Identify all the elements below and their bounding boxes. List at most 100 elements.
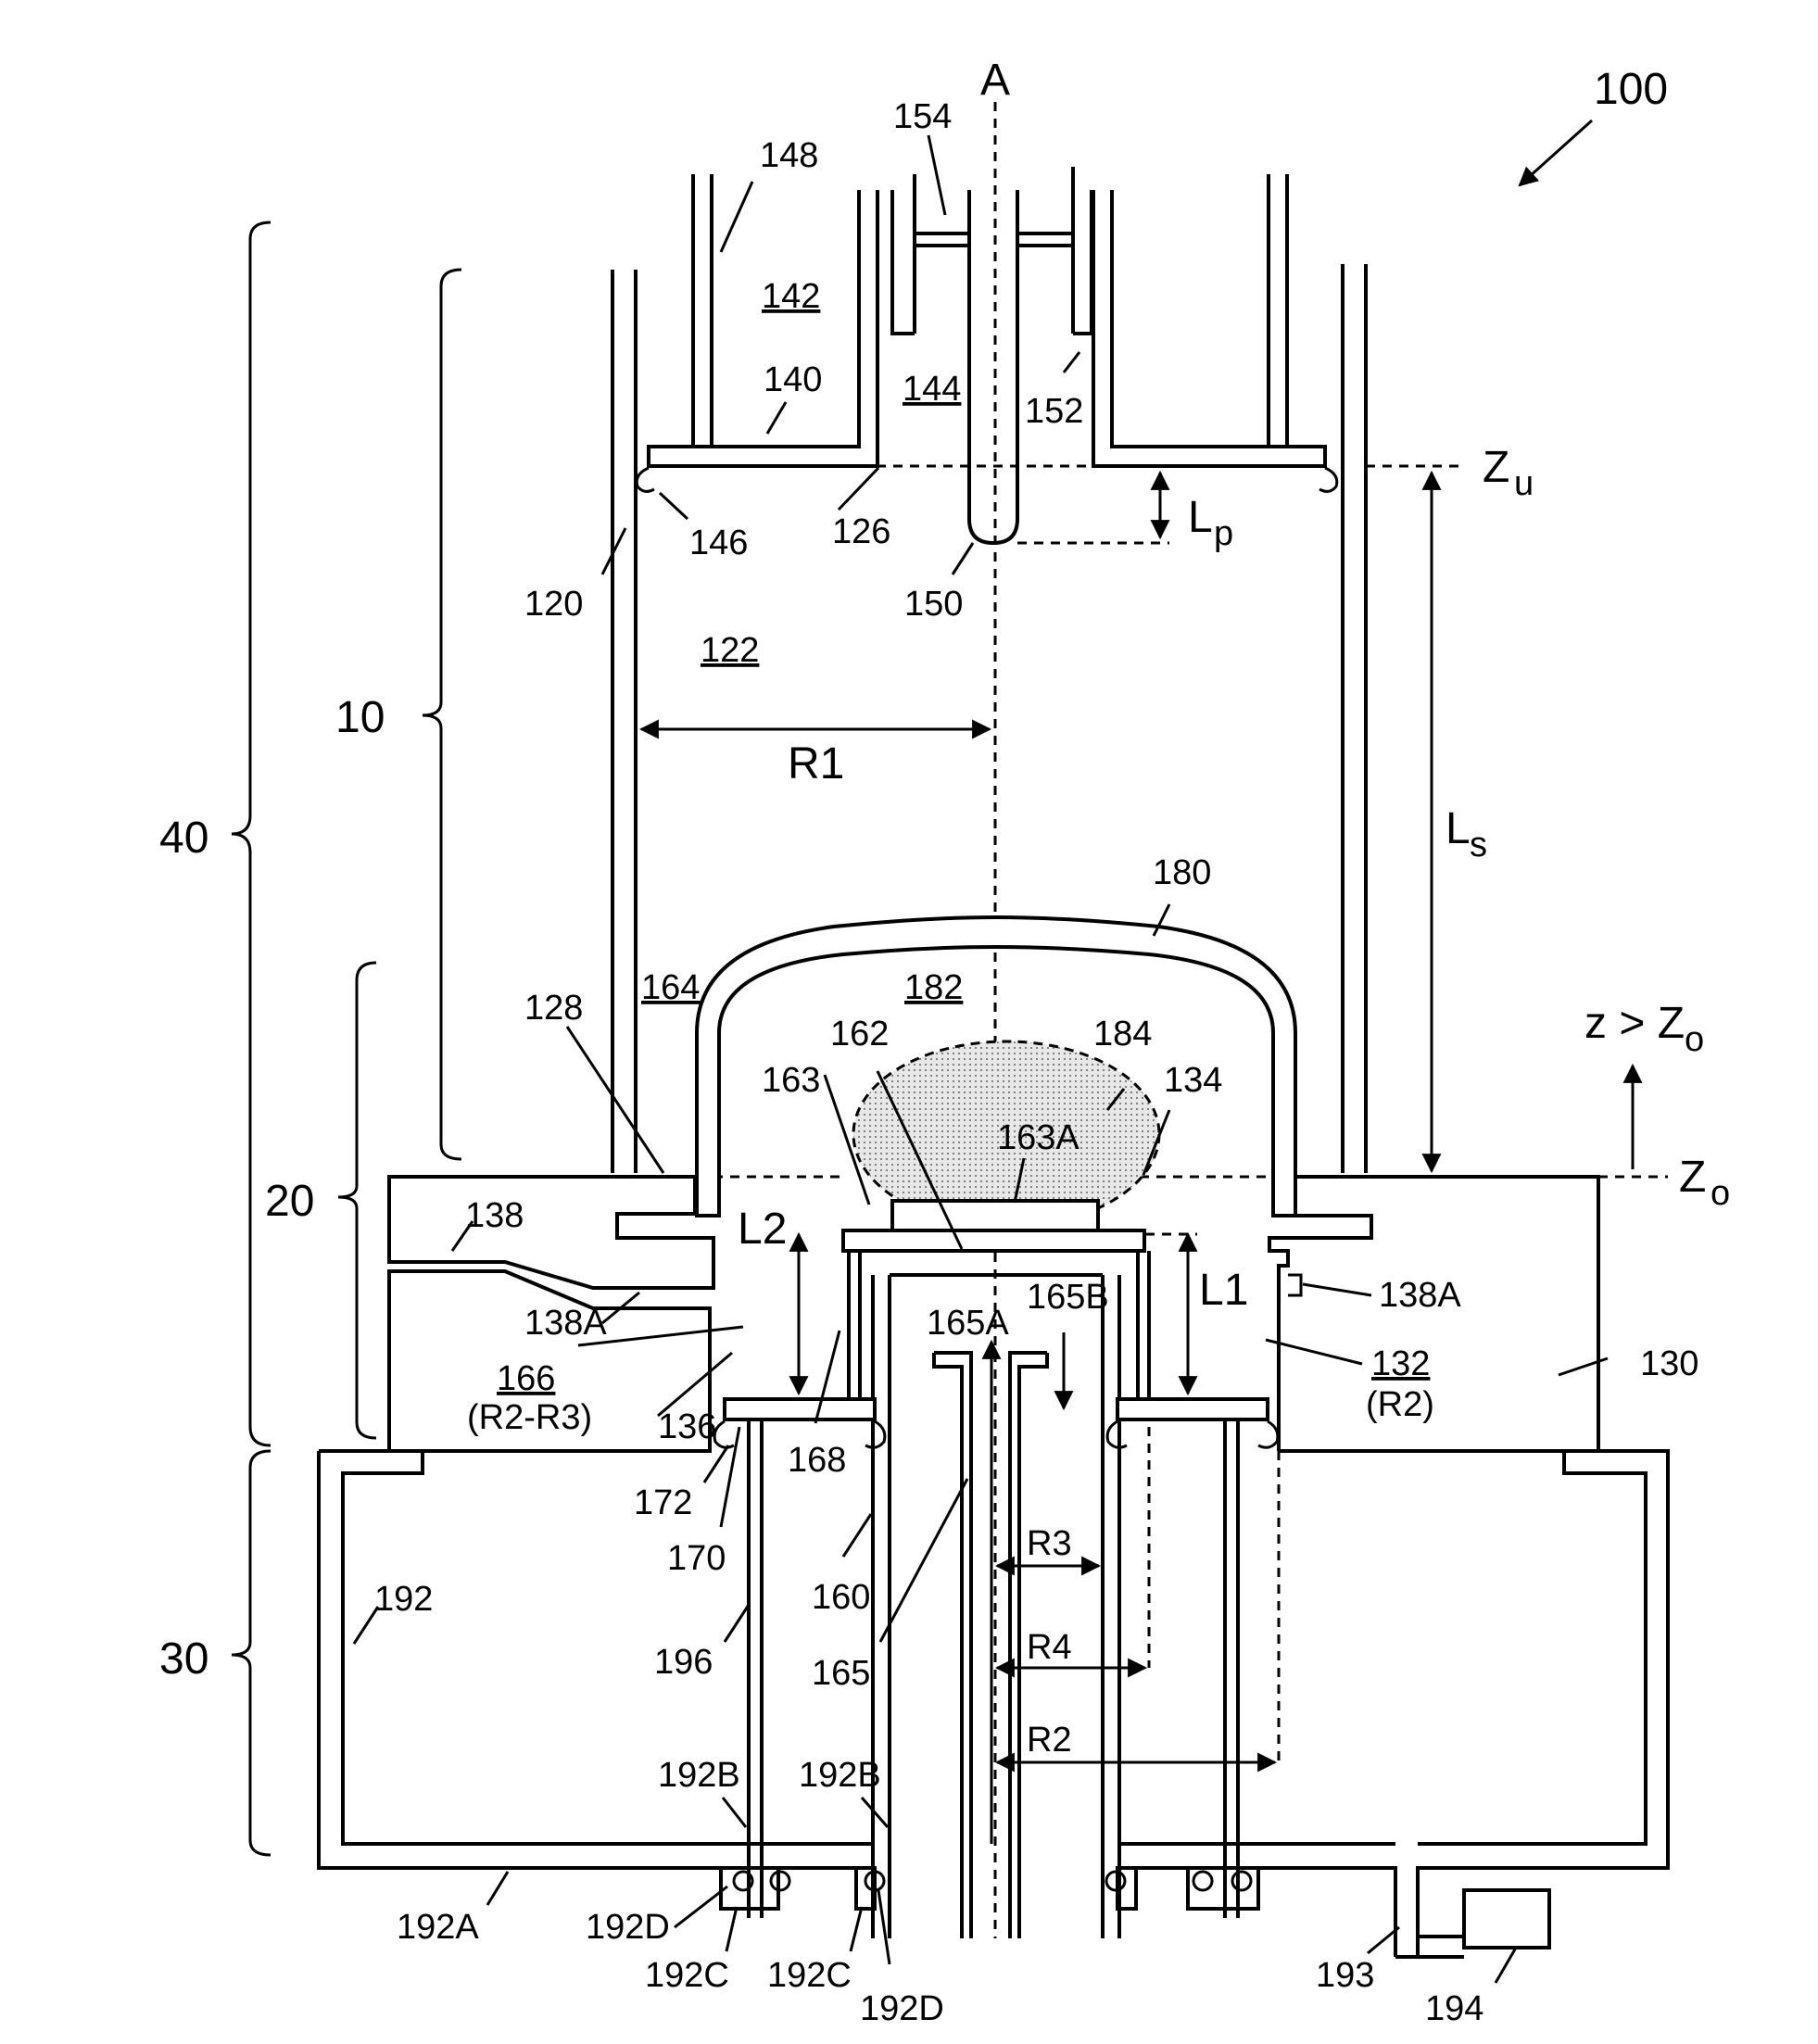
lid-140-right: [1093, 190, 1325, 466]
label-192b-left: 192B: [658, 1756, 740, 1795]
svg-text:Z: Z: [1483, 443, 1509, 492]
svg-text:L: L: [1446, 804, 1471, 853]
label-162: 162: [830, 1015, 889, 1054]
pump-194: [1464, 1890, 1549, 1948]
svg-text:p: p: [1214, 514, 1233, 553]
label-fig: 100: [1594, 65, 1668, 114]
label-192c-left: 192C: [645, 1956, 729, 1995]
label-184: 184: [1093, 1015, 1152, 1054]
label-170: 170: [667, 1539, 726, 1578]
label-154: 154: [893, 97, 952, 136]
holder-163: [843, 1230, 1144, 1251]
label-138a-left: 138A: [524, 1304, 607, 1343]
label-138a-right: 138A: [1379, 1276, 1461, 1315]
label-l1: L1: [1199, 1266, 1248, 1315]
label-192b-right: 192B: [799, 1756, 881, 1795]
label-196: 196: [654, 1643, 713, 1682]
label-192: 192: [374, 1580, 433, 1619]
label-146: 146: [689, 524, 748, 562]
svg-text:z > Z: z > Z: [1584, 999, 1685, 1048]
label-163a: 163A: [997, 1118, 1079, 1157]
label-165a: 165A: [927, 1304, 1009, 1343]
label-136: 136: [658, 1407, 716, 1446]
flange-170-right: [1117, 1399, 1268, 1419]
label-165b: 165B: [1027, 1278, 1109, 1317]
label-150: 150: [904, 585, 963, 624]
label-180: 180: [1153, 853, 1211, 892]
label-20: 20: [265, 1177, 314, 1226]
inner-tube-left-step: [892, 190, 915, 334]
label-152: 152: [1025, 392, 1083, 431]
oring-172-mid-left: [865, 1421, 885, 1447]
bracket-40: [232, 222, 271, 1445]
label-r2: R2: [1027, 1721, 1072, 1760]
label-axis: A: [980, 56, 1010, 105]
label-166: 166: [497, 1359, 555, 1398]
label-120: 120: [524, 585, 583, 624]
label-r2r3: (R2-R3): [467, 1398, 592, 1437]
label-130: 130: [1640, 1344, 1698, 1383]
bracket-30: [232, 1451, 271, 1855]
label-132: 132: [1371, 1344, 1430, 1383]
housing-192-inner-right: [1119, 1451, 1646, 1844]
label-40: 40: [159, 814, 208, 863]
inner-tube-right-step: [1073, 190, 1092, 334]
housing-192-inner-left: [343, 1451, 873, 1844]
lid-140-left: [649, 190, 877, 466]
label-ls: L s: [1446, 804, 1487, 864]
label-r2-paren: (R2): [1366, 1385, 1434, 1424]
label-10: 10: [335, 693, 385, 742]
svg-text:s: s: [1470, 826, 1487, 864]
bearing-group-left: [721, 1868, 884, 1909]
oring-146-right: [1319, 468, 1337, 491]
label-30: 30: [159, 1634, 208, 1684]
svg-text:o: o: [1711, 1174, 1730, 1213]
svg-text:L: L: [1188, 493, 1213, 542]
label-193: 193: [1316, 1956, 1374, 1995]
substrate-163a: [892, 1201, 1098, 1230]
label-zgt: z > Z o: [1584, 999, 1704, 1059]
flange-170-left: [725, 1399, 875, 1419]
label-134: 134: [1164, 1061, 1222, 1100]
port-138a-right: [1288, 1275, 1301, 1295]
bracket-20: [338, 963, 376, 1438]
label-164: 164: [641, 968, 700, 1007]
housing-192-outer: [319, 1451, 1668, 1957]
label-194: 194: [1425, 1989, 1483, 2028]
oring-172-mid-right: [1107, 1421, 1127, 1447]
svg-text:u: u: [1514, 464, 1534, 503]
label-r1: R1: [788, 739, 844, 789]
oring-146-left: [637, 468, 654, 491]
label-192a: 192A: [397, 1908, 479, 1947]
label-lp: L p: [1188, 493, 1233, 553]
oring-172-left: [714, 1421, 734, 1447]
label-192d-right: 192D: [860, 1989, 944, 2028]
label-128: 128: [524, 989, 583, 1028]
label-182: 182: [904, 968, 963, 1007]
housing-130-step: [1269, 1177, 1371, 1451]
label-142: 142: [762, 277, 820, 316]
bearing-group-right: [1106, 1868, 1258, 1909]
label-144: 144: [903, 370, 961, 409]
label-192d-left: 192D: [586, 1908, 670, 1947]
label-r3: R3: [1027, 1524, 1072, 1563]
label-126: 126: [832, 512, 890, 551]
svg-text:o: o: [1685, 1020, 1704, 1059]
label-168: 168: [788, 1441, 846, 1480]
label-l2: L2: [738, 1205, 787, 1254]
svg-text:Z: Z: [1679, 1153, 1706, 1202]
label-192c-right: 192C: [767, 1956, 852, 1995]
label-r4: R4: [1027, 1628, 1072, 1667]
bracket-10: [423, 270, 461, 1159]
oring-172-right: [1258, 1421, 1278, 1447]
label-160: 160: [812, 1578, 870, 1617]
label-zo: Z o: [1679, 1153, 1730, 1213]
gas-tube-165a: [934, 1353, 971, 1938]
label-163: 163: [762, 1061, 820, 1100]
label-165: 165: [812, 1654, 870, 1693]
probe-150: [969, 190, 1017, 543]
label-138: 138: [465, 1196, 524, 1235]
label-148: 148: [760, 136, 818, 175]
